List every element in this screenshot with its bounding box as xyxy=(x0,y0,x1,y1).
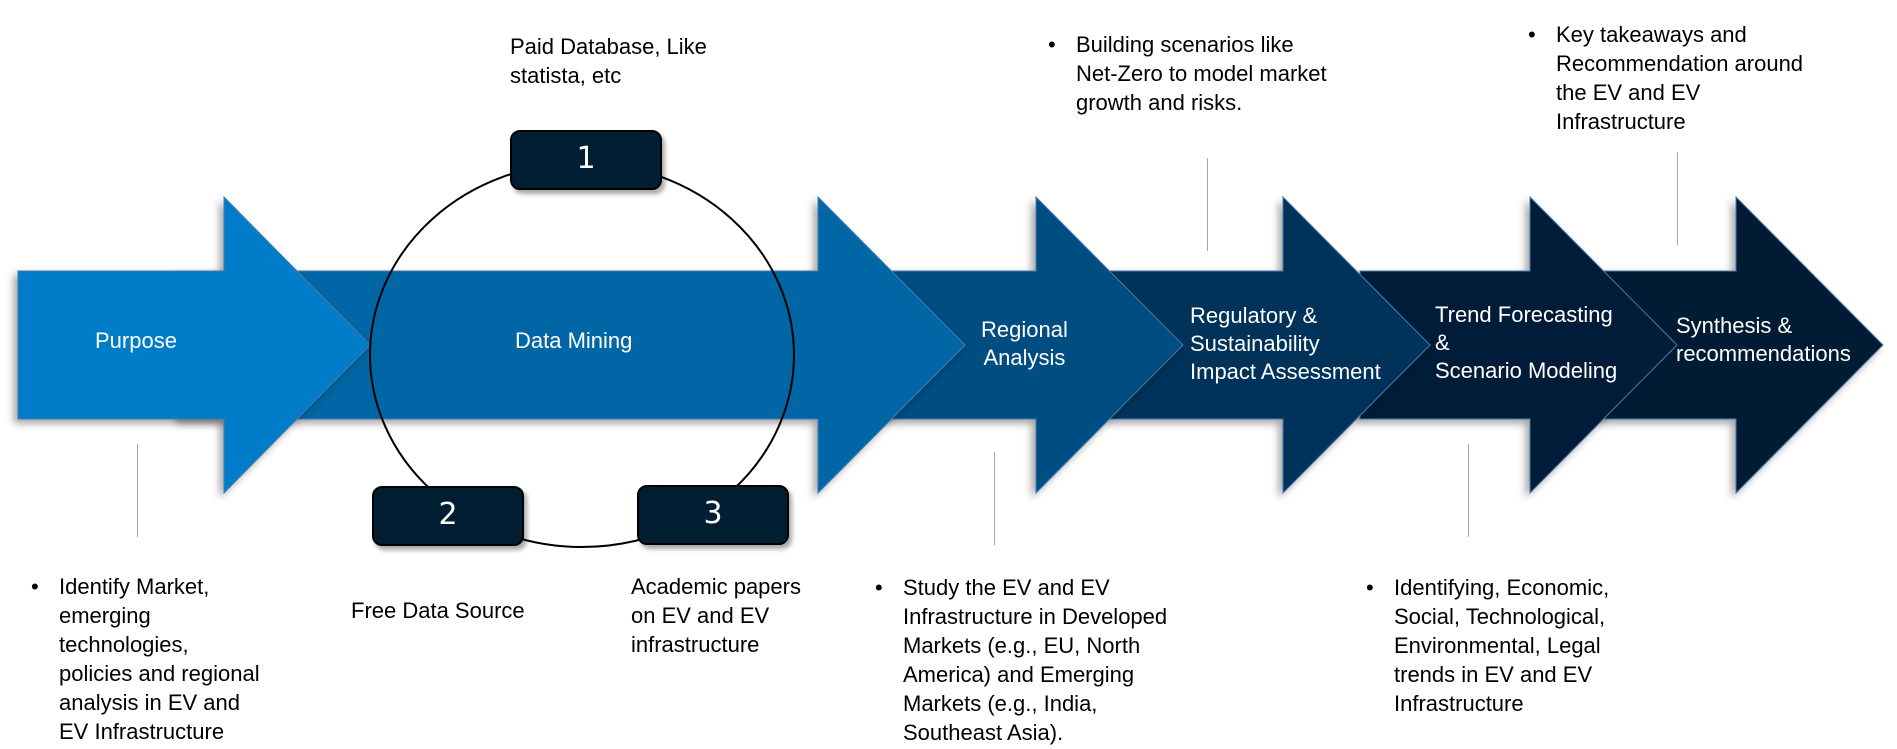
stage-arrow-purpose xyxy=(17,195,371,495)
data-source-badge-3: 3 xyxy=(637,485,789,545)
bullet-icon: • xyxy=(1048,32,1056,57)
note-regional-text: Study the EV and EV Infrastructure in De… xyxy=(903,575,1168,745)
stage-label-regulatory: Regulatory & Sustainability Impact Asses… xyxy=(1190,303,1381,384)
bullet-icon: • xyxy=(1366,575,1374,600)
bullet-icon: • xyxy=(31,574,39,599)
stage-arrow-regulatory xyxy=(1109,195,1431,495)
data-source-badge-1: 1 xyxy=(510,130,662,190)
stage-arrow-trend-forecasting xyxy=(1359,195,1678,495)
connector-line-regional xyxy=(994,452,995,545)
stage-label-purpose: Purpose xyxy=(95,328,177,353)
connector-line-purpose xyxy=(137,444,138,537)
note-regulatory-text: Building scenarios like Net-Zero to mode… xyxy=(1076,32,1327,115)
bullet-icon: • xyxy=(875,575,883,600)
stage-label-trend-forecasting: Trend Forecasting & Scenario Modeling xyxy=(1435,302,1618,383)
data-source-caption-2: Free Data Source xyxy=(351,598,525,623)
bullet-icon: • xyxy=(1528,22,1536,47)
note-trend-text: Identifying, Economic, Social, Technolog… xyxy=(1394,575,1610,716)
stage-label-data-mining: Data Mining xyxy=(515,328,633,353)
connector-line-synthesis xyxy=(1677,152,1678,245)
stage-label-regional-analysis: Regional Analysis xyxy=(981,317,1068,370)
stage-arrow-synthesis xyxy=(1599,195,1884,495)
note-synthesis-text: Key takeaways and Recommendation around … xyxy=(1556,22,1804,134)
note-purpose-text: Identify Market, emerging technologies, … xyxy=(59,574,260,744)
connector-line-regulatory xyxy=(1207,158,1208,251)
data-source-caption-1: Paid Database, Like statista, etc xyxy=(510,34,707,88)
stage-arrow-regional-analysis xyxy=(879,195,1184,495)
data-source-caption-3: Academic papers on EV and EV infrastruct… xyxy=(631,574,801,657)
connector-line-trend xyxy=(1468,444,1469,537)
stage-label-synthesis: Synthesis & recommendations xyxy=(1676,313,1851,366)
data-source-badge-2: 2 xyxy=(372,486,524,546)
